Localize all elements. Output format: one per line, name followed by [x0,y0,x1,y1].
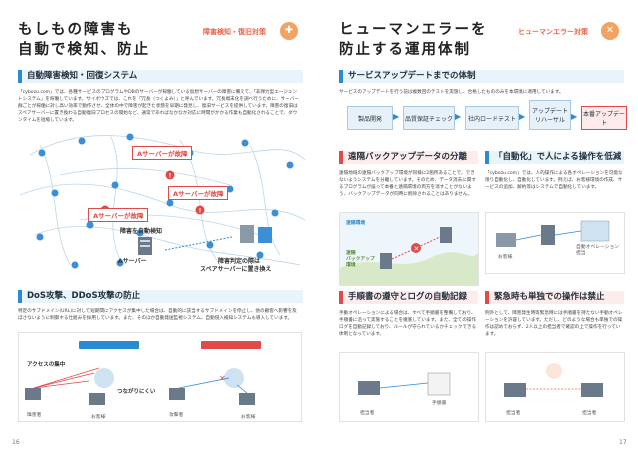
no-solo-diagram: 担当者 担当者 [485,352,625,422]
replace-label-2: スペアサーバーに置き換え [200,266,272,273]
section-automation: 「自動化」で人による操作を低減 [485,151,624,164]
right-tag: ヒューマンエラー対策 [518,28,588,36]
caption-b: お客様 [91,415,106,420]
page-number-left: 16 [12,439,20,446]
dos-diagram-panel: ✕ アクセスの集中 つながりにくい 障害者 お客様 攻撃者 お客様 [18,332,302,422]
caption-operator-2: 担当者 [506,411,521,416]
flow-arrow-icon: ▶ [519,112,526,121]
caption-log: 手順書 [432,401,447,406]
left-title-line1: もしもの障害も [18,22,134,38]
section-auto-detect-body: 「cybozu.com」では、各種サービスのプログラムやDBのサーバーが稼働して… [18,90,299,123]
svg-text:!: ! [199,208,202,215]
caption-operator-1: 担当者 [360,411,375,416]
section-no-solo: 緊急時も単独での操作は禁止 [485,291,624,304]
alert-label-1: Aサーバーが故障 [132,146,193,160]
right-title-line1: ヒューマンエラーを [339,22,488,38]
section-update-flow-body: サービスのアップデートを行う前は複数回のテストを実施し、合格したもののみを本環境… [339,90,564,95]
section-automation-body: 「cybozu.com」では、人的操作による各オペレーションを可能な限り自動化し… [485,171,623,190]
caption-operator-3: 担当者 [582,411,597,416]
caption-system: 自動オペレーション 担当 [576,245,620,256]
section-remote-backup: 遠隔バックアップデータの分離 [339,151,478,164]
right-title-line2: 防止する運用体制 [339,42,471,58]
section-manual-log: 手順書の遵守とログの自動記録 [339,291,478,304]
local-label: 遠隔 バックアップ 環境 [346,251,375,268]
automation-diagram: お客様 自動オペレーション 担当 [485,212,625,274]
section-no-solo-body: 例外として、障害発生時等緊急時には手順書を持たない手動オペレーションを許容してい… [485,311,623,337]
backup-diagram: ✕ 遠隔環境 遠隔 バックアップ 環境 [339,212,479,286]
flow-arrow-icon: ▶ [571,112,578,121]
auto-detect-label: 障害を自動検知 [120,228,163,235]
replace-label-1: 障害判定の際は [218,258,261,265]
svg-text:!: ! [169,173,172,180]
remote-label: 遠隔環境 [346,221,366,226]
flow-step-5: 本番アップデート [581,106,627,130]
left-page: もしもの障害も 自動で検知、防止 障害検知・復旧対策 ✚ 自動障害検知・回復シス… [12,22,306,446]
left-tag: 障害検知・復旧対策 [203,28,266,36]
alert-label-3: Aサーバーが故障 [88,208,149,222]
right-page: ヒューマンエラーを 防止する運用体制 ヒューマンエラー対策 ✕ サービスアップデ… [319,0,638,452]
access-label: アクセスの集中 [27,362,66,368]
section-remote-backup-body: 遠隔地域の遠隔バックアップ環境が同様に2箇所あることで、できないようシステムを分… [339,171,476,197]
flow-arrow-icon: ▶ [393,112,400,121]
manual-log-graphic [358,372,451,396]
alert-label-2: Aサーバーが故障 [168,186,229,200]
section-dos-body: 特定のサブドメイン(URL)に対して短期間にアクセスが集中した場合は、自動的に該… [18,309,297,321]
section-dos: DoS攻撃、DDoS攻撃の防止 [18,290,303,303]
left-title-line2: 自動で検知、防止 [18,42,150,58]
flow-step-3: 社内ロードテスト [465,106,519,130]
wrench-icon: ✕ [601,22,619,40]
flow-step-2: 品質保証チェック [403,106,455,130]
svg-text:✕: ✕ [219,374,226,383]
svg-text:✕: ✕ [414,245,420,253]
section-auto-detect: 自動障害検知・回復システム [18,70,303,83]
caption-c: 攻撃者 [169,413,184,418]
no-conn-label: つながりにくい [117,389,156,395]
dos-diagram: ✕ [25,341,261,405]
server-label: Aサーバー [118,258,147,265]
backup-map: ✕ [340,227,478,285]
flow-arrow-icon: ▶ [455,112,462,121]
caption-customer: お客様 [498,255,513,260]
section-manual-log-body: 手動オペレーションによる場合は、すべて手順書を整備しており、手順書に沿って実施す… [339,311,477,337]
shield-icon: ✚ [280,22,298,40]
section-update-flow: サービスアップデートまでの体制 [339,70,624,83]
caption-d: お客様 [241,415,256,420]
page-number-right: 17 [619,439,627,446]
no-solo-graphic [504,363,603,397]
manual-log-diagram: 担当者 手順書 [339,352,479,422]
flow-step-4: アップデート リハーサル [529,100,571,130]
flow-step-1: 製品開発 [347,106,393,130]
caption-a: 障害者 [27,413,42,418]
automation-graphic [496,220,610,247]
